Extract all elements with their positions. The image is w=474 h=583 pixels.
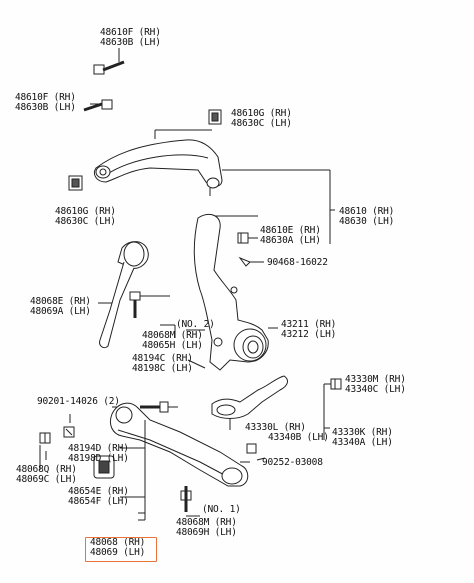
label-43340C-lh: 43340C (LH) xyxy=(345,384,406,395)
label-48069A-lh: 48069A (LH) xyxy=(30,306,91,317)
arm-bolt-icon xyxy=(140,401,169,413)
label-43212-lh: 43212 (LH) xyxy=(281,329,337,340)
label-48194C-rh: 48194C (RH) xyxy=(132,353,193,364)
ball-joint-cotter-icon xyxy=(246,443,266,461)
label-48068E-rh: 48068E (RH) xyxy=(30,296,91,307)
upper-bolt-icon xyxy=(93,60,125,75)
label-90201: 90201-14026 (2) xyxy=(37,396,120,407)
label-48610G-rh-right: 48610G (RH) xyxy=(231,108,292,119)
label-48068M-rh: 48068M (RH) xyxy=(142,330,203,341)
label-43211-rh: 43211 (RH) xyxy=(281,319,337,330)
label-48069H-lh: 48069H (LH) xyxy=(176,527,237,538)
upper-control-arm-icon xyxy=(93,139,223,196)
label-48610F-rh-lower: 48610F (RH) xyxy=(15,92,76,103)
lower-bolt-icon xyxy=(180,486,192,512)
label-48068M-rh-lower: 48068M (RH) xyxy=(176,517,237,528)
ball-joint-icon xyxy=(211,375,288,430)
highlight-48069-box xyxy=(85,537,157,562)
label-48194D-rh: 48194D (RH) xyxy=(68,443,129,454)
label-48630C-lh-right: 48630C (LH) xyxy=(231,118,292,129)
label-48610F-rh: 48610F (RH) xyxy=(100,27,161,38)
label-48610E-rh: 48610E (RH) xyxy=(260,225,321,236)
label-90252: 90252-03008 xyxy=(262,457,323,468)
label-43330M-rh: 43330M (RH) xyxy=(345,374,406,385)
label-48630B-lh: 48630B (LH) xyxy=(100,37,161,48)
label-no2: (NO. 2) xyxy=(176,319,215,330)
cotter-pin-icon xyxy=(238,256,251,267)
steering-knuckle-icon xyxy=(193,213,269,371)
label-43330L-rh: 43330L (RH) xyxy=(245,422,306,433)
label-48069-lh: 48069 (LH) xyxy=(90,547,146,558)
upper-bushing-left-icon xyxy=(68,175,83,191)
label-48610G-rh-left: 48610G (RH) xyxy=(55,206,116,217)
ball-joint-nut-icon xyxy=(330,378,342,390)
label-48654E-rh: 48654E (RH) xyxy=(68,486,129,497)
strut-rod-icon xyxy=(99,241,149,349)
label-48654F-lh: 48654F (LH) xyxy=(68,496,129,507)
upper-nut-icon xyxy=(237,232,249,244)
label-48630C-lh-left: 48630C (LH) xyxy=(55,216,116,227)
upper-bushing-right-icon xyxy=(208,109,222,125)
label-48068Q-rh: 48068Q (RH) xyxy=(16,464,77,475)
label-43340A-lh: 43340A (LH) xyxy=(332,437,393,448)
label-43330K-rh: 43330K (RH) xyxy=(332,427,393,438)
label-48630B-lh-lower: 48630B (LH) xyxy=(15,102,76,113)
label-no1: (NO. 1) xyxy=(202,504,241,515)
label-48198D-lh: 48198D (LH) xyxy=(68,453,129,464)
washer-icon xyxy=(63,426,75,438)
second-bolt-icon xyxy=(83,99,113,112)
label-48068-rh: 48068 (RH) xyxy=(90,537,146,548)
label-48610-rh: 48610 (RH) xyxy=(339,206,395,217)
lower-bushing-icon xyxy=(93,455,115,479)
label-90468: 90468-16022 xyxy=(267,257,328,268)
lower-nut-icon xyxy=(39,432,51,444)
label-48630A-lh: 48630A (LH) xyxy=(260,235,321,246)
label-48630-lh: 48630 (LH) xyxy=(339,216,395,227)
label-48065H-lh: 48065H (LH) xyxy=(142,340,203,351)
label-48198C-lh: 48198C (LH) xyxy=(132,363,193,374)
strut-bolt-icon xyxy=(129,291,141,318)
label-43340B-lh: 43340B (LH) xyxy=(268,432,329,443)
label-48069C-lh: 48069C (LH) xyxy=(16,474,77,485)
